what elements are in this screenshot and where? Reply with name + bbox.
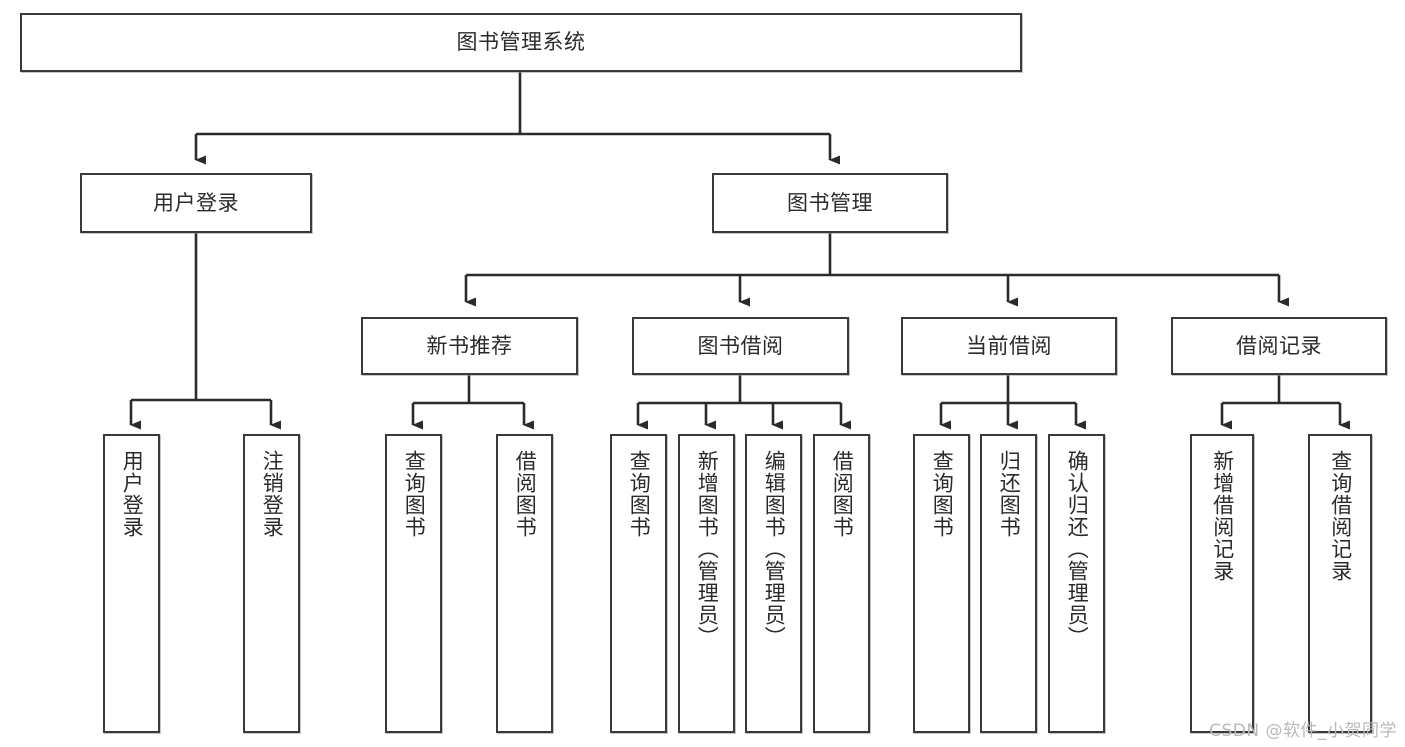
leaf-query-book-recommend[interactable]: 查询图书 (385, 434, 442, 733)
leaf-logout[interactable]: 注销登录 (243, 434, 300, 733)
node-label: 查询借阅记录 (1328, 450, 1353, 582)
node-label: 新增借阅记录 (1210, 450, 1235, 582)
node-user-login[interactable]: 用户登录 (80, 173, 312, 233)
leaf-query-book-borrow[interactable]: 查询图书 (610, 434, 667, 733)
node-label: 图书管理系统 (456, 30, 586, 55)
node-label: 用户登录 (153, 190, 239, 215)
leaf-return-book[interactable]: 归还图书 (980, 434, 1037, 733)
node-label: 借阅记录 (1236, 333, 1322, 358)
leaf-confirm-return-admin[interactable]: 确认归还（管理员） (1048, 434, 1105, 733)
node-label: 借阅图书 (830, 450, 855, 538)
leaf-borrow-book-recommend[interactable]: 借阅图书 (496, 434, 553, 733)
leaf-user-login[interactable]: 用户登录 (103, 434, 160, 733)
watermark-text: CSDN @软件_小贺同学 (1209, 721, 1397, 741)
node-new-book-recommend[interactable]: 新书推荐 (361, 317, 578, 375)
node-label: 图书借阅 (697, 333, 784, 358)
node-current-borrow[interactable]: 当前借阅 (901, 317, 1117, 375)
node-label: 新书推荐 (426, 333, 513, 358)
node-label: 编辑图书（管理员） (762, 450, 787, 648)
leaf-query-borrow-record[interactable]: 查询借阅记录 (1308, 434, 1372, 733)
node-label: 查询图书 (627, 450, 652, 538)
leaf-edit-book-admin[interactable]: 编辑图书（管理员） (745, 434, 802, 733)
node-label: 注销登录 (260, 450, 285, 538)
node-book-management[interactable]: 图书管理 (712, 173, 948, 233)
node-label: 确认归还（管理员） (1065, 450, 1090, 648)
leaf-query-book-current[interactable]: 查询图书 (913, 434, 970, 733)
node-label: 用户登录 (120, 450, 145, 538)
node-borrow-record[interactable]: 借阅记录 (1171, 317, 1387, 375)
node-label: 归还图书 (997, 450, 1022, 538)
leaf-borrow-book[interactable]: 借阅图书 (813, 434, 870, 733)
node-label: 当前借阅 (966, 333, 1052, 358)
node-root[interactable]: 图书管理系统 (20, 13, 1022, 72)
node-label: 图书管理 (787, 190, 873, 215)
node-label: 查询图书 (402, 450, 427, 538)
node-book-borrow[interactable]: 图书借阅 (632, 317, 849, 375)
node-label: 新增图书（管理员） (695, 450, 720, 648)
node-label: 借阅图书 (513, 450, 538, 538)
leaf-add-book-admin[interactable]: 新增图书（管理员） (678, 434, 735, 733)
leaf-add-borrow-record[interactable]: 新增借阅记录 (1190, 434, 1254, 733)
node-label: 查询图书 (930, 450, 955, 538)
